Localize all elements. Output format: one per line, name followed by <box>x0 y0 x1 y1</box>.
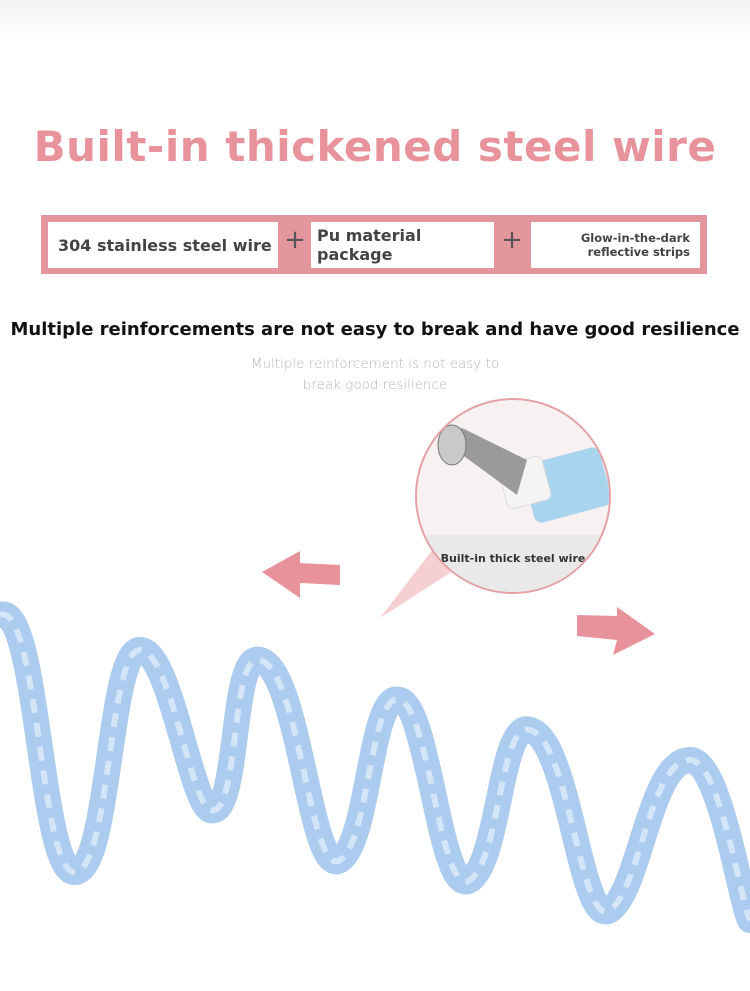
wire-cross-section-image <box>437 424 609 523</box>
plus-icon: + <box>284 225 306 255</box>
feature-reflective-strips: Glow-in-the-dark reflective strips <box>531 222 700 268</box>
subtitle-line: Multiple reinforcement is not easy to <box>250 356 500 372</box>
feature-bar: 304 stainless steel wire + Pu material p… <box>41 215 707 274</box>
page-title: Built-in thickened steel wire <box>33 122 717 171</box>
top-shadow <box>0 0 750 40</box>
arrow-left-icon <box>262 551 340 598</box>
section-subtitle: Multiple reinforcement is not easy to br… <box>0 354 750 396</box>
plus-icon: + <box>501 225 523 255</box>
arrow-right-icon <box>577 607 655 655</box>
feature-steel-wire: 304 stainless steel wire <box>48 222 278 268</box>
coil-spring <box>0 601 750 933</box>
section-heading: Multiple reinforcements are not easy to … <box>10 319 740 340</box>
subtitle-line: break good resilience <box>302 377 448 393</box>
feature-pu-package: Pu material package <box>311 222 494 268</box>
callout-caption: Built-in thick steel wire <box>417 535 609 592</box>
steel-wire-callout: Built-in thick steel wire <box>415 398 611 594</box>
